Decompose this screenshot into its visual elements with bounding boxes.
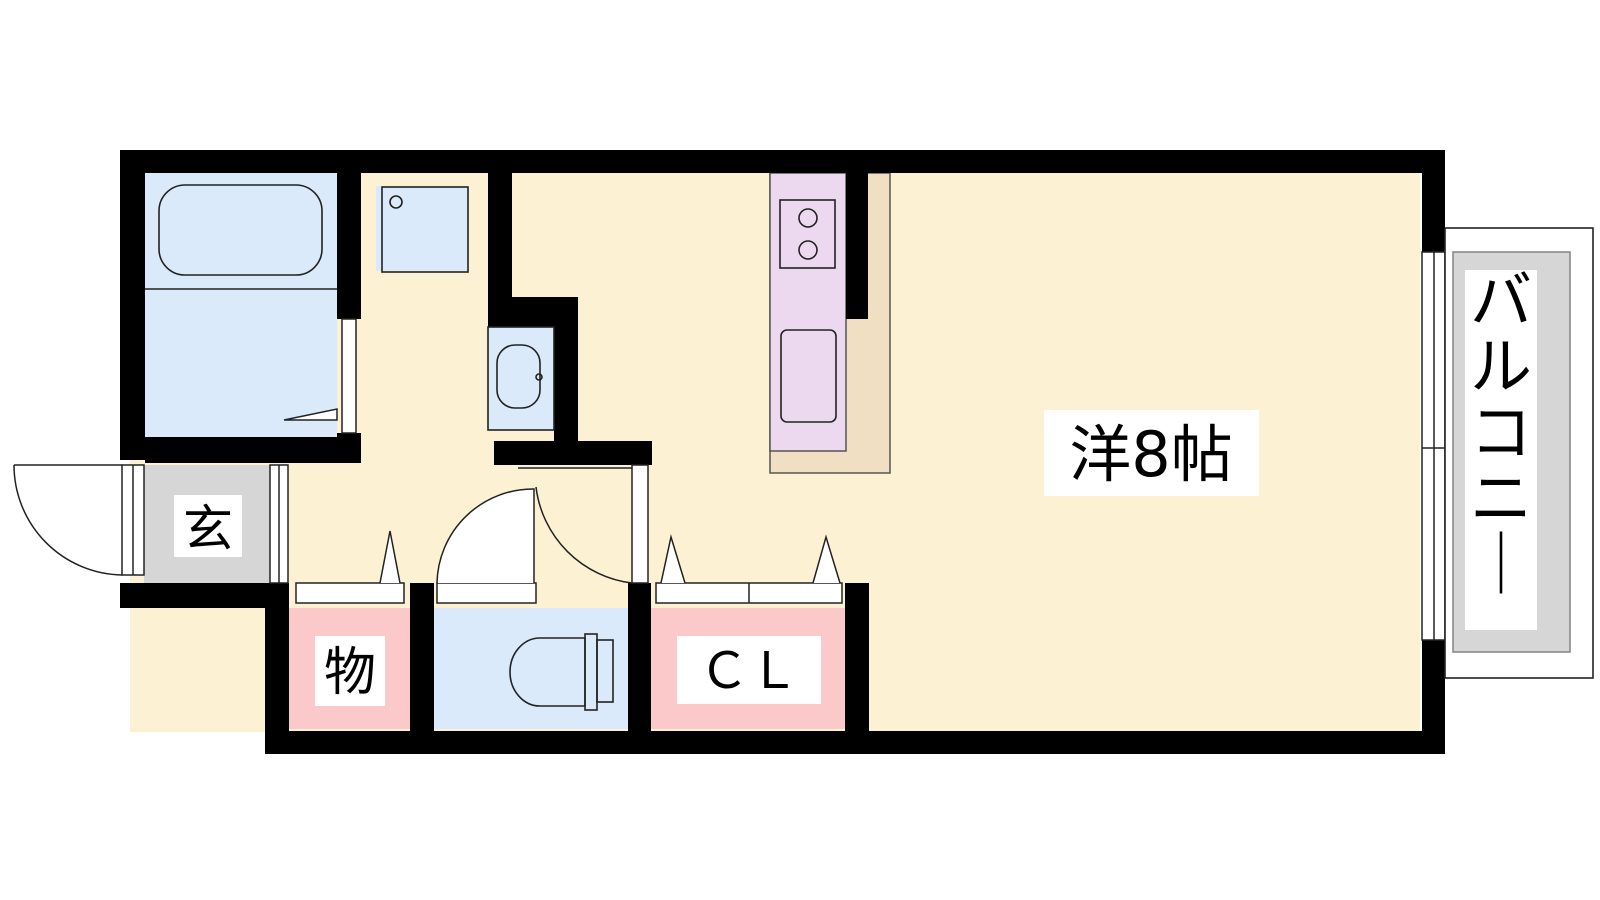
walls: [120, 150, 1445, 754]
bathtub-icon: [158, 184, 323, 276]
balcony-label-char: コ: [1470, 396, 1532, 469]
balcony-label-char: ニ: [1470, 462, 1532, 535]
washing-machine-icon: [381, 186, 469, 273]
kitchen-sink-icon: [780, 329, 837, 423]
washroom-area: [376, 186, 468, 271]
storage-label-bg: [315, 636, 385, 706]
room-labels: 洋8帖 玄 物 ＣＬ バルコニ｜: [174, 264, 1537, 706]
bathroom-area: [145, 173, 337, 437]
entrance-label: 玄: [183, 500, 233, 558]
balcony-label-bg: [1465, 270, 1537, 630]
balcony-label: バルコニ｜: [1470, 264, 1532, 601]
kitchen-unit: [769, 172, 847, 452]
storage-label: 物: [324, 643, 376, 703]
western-room-label: 洋8帖: [1069, 418, 1232, 491]
balcony-label-char: ル: [1470, 330, 1532, 403]
western-room-label-bg: [1044, 410, 1259, 496]
toilet-icon: [509, 637, 586, 707]
stove-icon: [779, 199, 836, 269]
sink-area: [488, 327, 554, 430]
balcony-label-char: バ: [1470, 264, 1532, 337]
toilet-area: [434, 608, 628, 729]
balcony-label-char: ｜: [1470, 528, 1532, 601]
closet-label: ＣＬ: [699, 642, 799, 700]
wash-basin-icon: [496, 344, 541, 409]
entrance-label-bg: [174, 495, 242, 557]
closet-label-bg: [677, 636, 821, 704]
